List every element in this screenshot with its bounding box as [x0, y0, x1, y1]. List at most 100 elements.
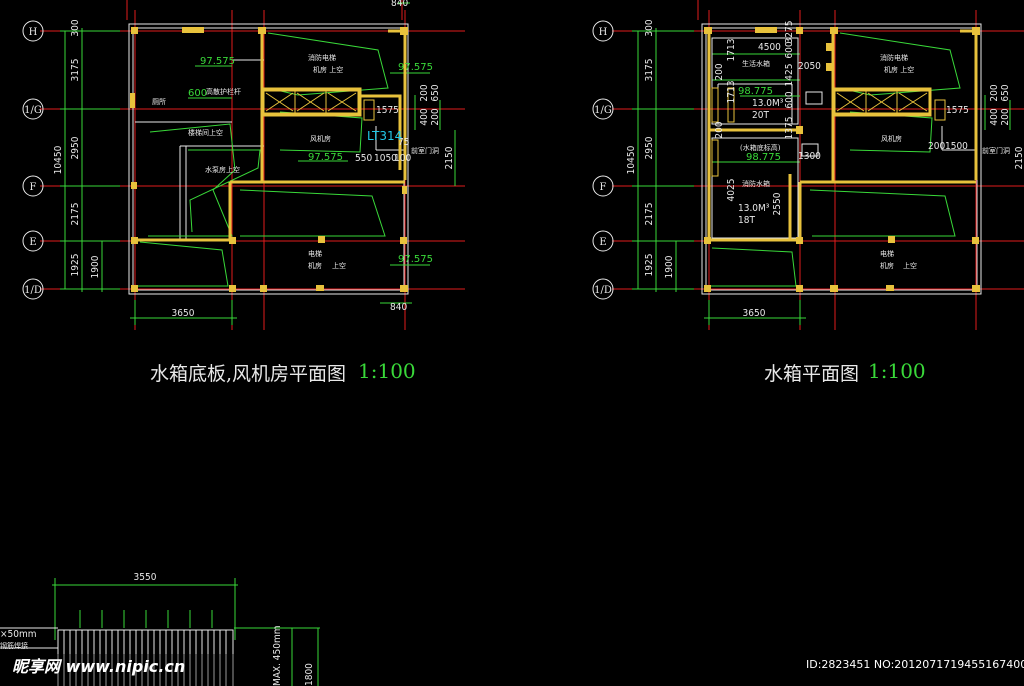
r-axis-label-h: H — [599, 27, 608, 38]
right-wall-inner — [711, 87, 946, 177]
left-room-void: 上空 — [332, 261, 346, 270]
right-tank-volume-1: 13.0M³ — [752, 98, 784, 109]
right-dim-1300: 1300 — [798, 151, 821, 162]
right-dim-300: 300 — [644, 19, 655, 36]
right-room-void: 上空 — [903, 261, 917, 270]
right-dim-200a: 200 — [989, 84, 1000, 101]
right-dim-2050: 2050 — [798, 61, 821, 72]
left-room-railing: 高散护栏杆 — [206, 87, 241, 96]
left-dim-1050: 1050 — [374, 153, 397, 164]
bottom-detail: 3550 ×50mm 钢筋焊接 MAX. 450mm 1800 — [0, 572, 320, 686]
right-room-machine: 机房 — [880, 261, 894, 270]
right-dim-1500: 1500 — [945, 141, 968, 152]
detail-left-note-2: 钢筋焊接 — [0, 641, 28, 650]
right-room-fire-tank: 消防水箱 — [742, 179, 770, 188]
right-dim-1713b: 1713 — [726, 81, 737, 104]
left-bottom-dim-3650: 3650 — [172, 308, 195, 319]
left-level-2: 97.575 — [398, 62, 433, 73]
left-level-1: 97.575 — [200, 56, 235, 67]
left-dim-2950: 2950 — [70, 136, 81, 159]
right-dim-2550: 2550 — [772, 192, 783, 215]
left-room-machine-void: 机房 上空 — [313, 65, 343, 74]
left-room-vestibule-door: 前室门洞 — [411, 146, 439, 155]
left-dim-650: 650 — [430, 84, 441, 101]
left-plan-scale: 1:100 — [358, 359, 416, 383]
left-dim-75: 75 — [398, 137, 409, 148]
watermark-brand: 昵享网 www.nipic.cn — [12, 657, 185, 676]
right-dim-600b: 600 — [784, 91, 795, 108]
right-dim-1425: 1425 — [784, 64, 795, 87]
left-room-machine: 机房 — [308, 261, 322, 270]
right-level-1: 98.775 — [738, 86, 773, 97]
left-tag-lt314: LT314 — [367, 129, 402, 143]
right-tank-weight-2: 18T — [738, 215, 755, 226]
detail-grating — [0, 627, 234, 686]
right-axis-bubbles — [592, 20, 614, 300]
right-plan-title: 水箱平面图 — [764, 363, 859, 385]
right-dim-200b: 200 — [928, 141, 945, 152]
right-room-elevator: 电梯 — [880, 249, 894, 258]
right-walls — [707, 29, 978, 242]
right-bottom-dim-3650: 3650 — [743, 308, 766, 319]
right-dim-2950: 2950 — [644, 136, 655, 159]
right-dim-1900: 1900 — [664, 255, 675, 278]
detail-left-note-1: ×50mm — [0, 629, 37, 640]
left-room-pump-void: 水泵房上空 — [205, 165, 240, 174]
left-axis-bubbles — [22, 20, 44, 300]
right-tank-weight-1: 20T — [752, 110, 769, 121]
r-axis-label-e: E — [599, 237, 606, 248]
r-axis-label-f: F — [600, 182, 607, 193]
left-level-4: 97.575 — [398, 254, 433, 265]
left-room-fire-elevator: 消防电梯 — [308, 53, 336, 62]
right-columns — [704, 27, 980, 292]
left-dim-1900: 1900 — [90, 255, 101, 278]
right-dim-2175: 2175 — [644, 203, 655, 226]
left-columns — [130, 27, 408, 292]
left-plan-title: 水箱底板,风机房平面图 — [150, 363, 346, 385]
right-dim-400: 400 — [989, 108, 1000, 125]
axis-label-1d: 1/D — [24, 285, 42, 296]
left-dim-2175: 2175 — [70, 203, 81, 226]
left-dim-600: 600 — [188, 88, 207, 99]
left-dim-550: 550 — [355, 153, 372, 164]
left-dim-1925: 1925 — [70, 254, 81, 277]
right-dim-4025: 4025 — [726, 179, 737, 202]
right-room-fan-room: 风机房 — [881, 134, 902, 143]
left-room-toilet: 厕所 — [152, 97, 166, 106]
axis-label-e: E — [29, 237, 36, 248]
right-dim-1713a: 1713 — [726, 39, 737, 62]
axis-label-f: F — [30, 182, 37, 193]
right-tank-volume-2: 13.0M³ — [738, 203, 770, 214]
left-wall-inner — [263, 90, 375, 121]
left-room-elevator: 电梯 — [308, 249, 322, 258]
right-grid-lines — [612, 0, 1024, 330]
right-dim-200b: 200 — [1000, 108, 1011, 125]
left-dim-400: 400 — [419, 108, 430, 125]
left-room-fan-room: 风机房 — [310, 134, 331, 143]
left-dim-lines — [60, 2, 456, 325]
left-dim-200b: 200 — [430, 108, 441, 125]
right-dim-650: 650 — [1000, 84, 1011, 101]
right-dim-2150: 2150 — [1014, 146, 1024, 169]
right-room-machine-void: 机房 上空 — [884, 65, 914, 74]
left-top-dim: 840 — [391, 0, 408, 9]
left-walls — [135, 29, 407, 242]
right-room-fire-elevator: 消防电梯 — [880, 53, 908, 62]
right-total-height: 10450 — [626, 145, 637, 174]
right-dim-1575: 1575 — [946, 105, 969, 116]
axis-label-1g: 1/G — [24, 105, 42, 116]
right-dim-3175: 3175 — [644, 59, 655, 82]
left-room-stair-void: 楼梯间上空 — [188, 128, 223, 137]
left-green-outlines — [138, 32, 430, 287]
left-dim-100: 100 — [394, 153, 411, 164]
right-dim-3275: 3275 — [784, 21, 795, 44]
detail-dim-lines — [52, 578, 320, 686]
right-dim-1375: 1375 — [784, 117, 795, 140]
right-dim-4500: 4500 — [758, 42, 781, 53]
left-bottom-dim-840: 840 — [390, 302, 407, 313]
left-dim-300: 300 — [70, 19, 81, 36]
left-total-height: 10450 — [53, 145, 64, 174]
left-level-3: 97.575 — [308, 152, 343, 163]
left-dim-2150: 2150 — [444, 146, 455, 169]
